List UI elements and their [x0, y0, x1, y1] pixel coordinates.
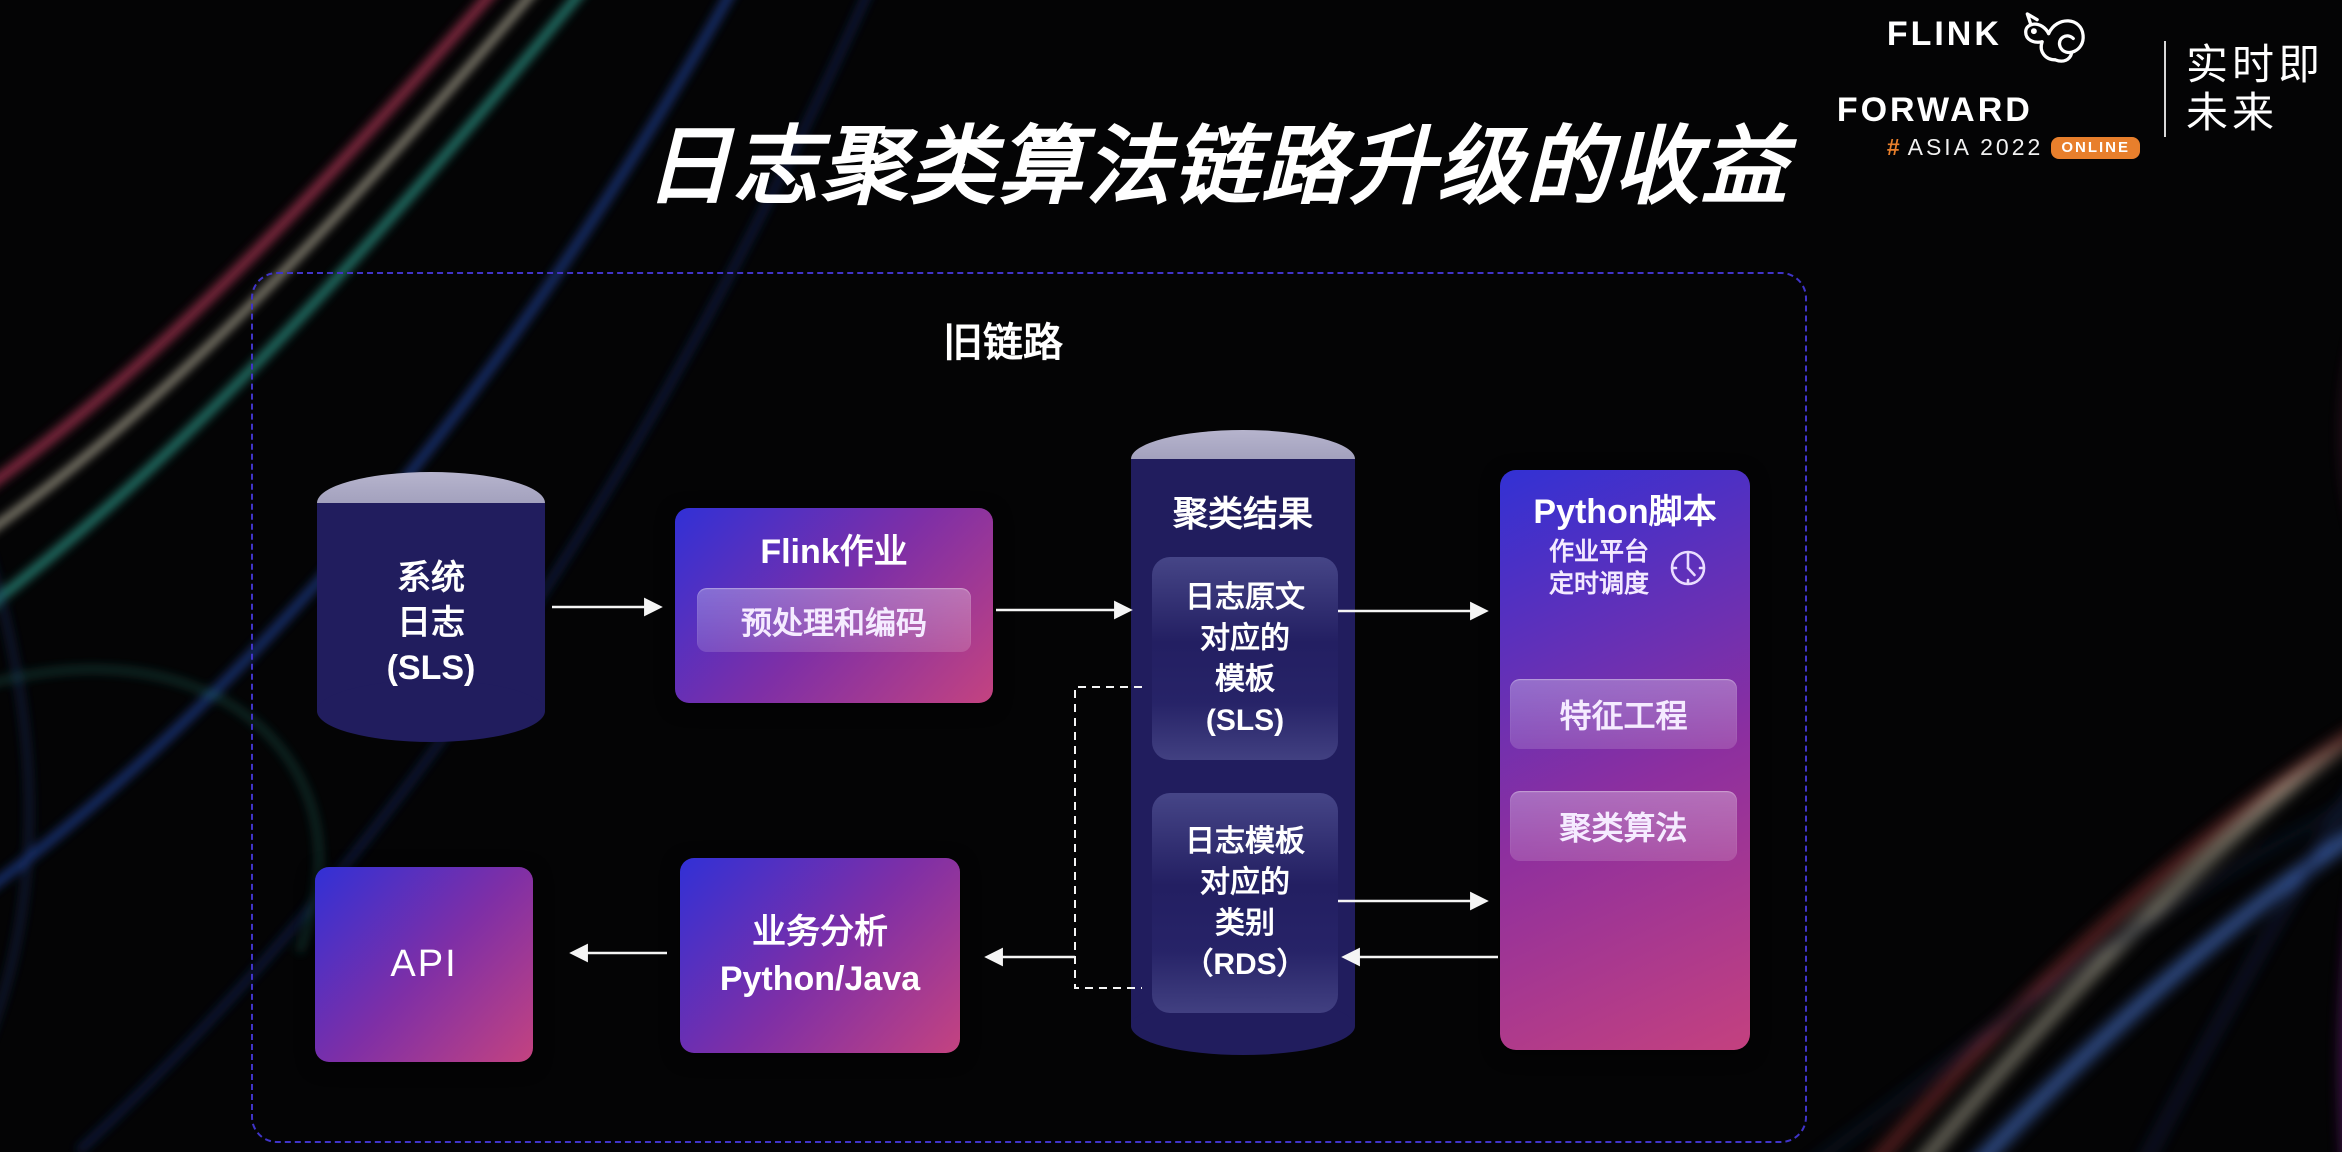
cylinder-bottom-ellipse [1131, 997, 1355, 1055]
python-script-title: Python脚本 [1533, 493, 1717, 531]
node-flink-job: Flink作业 预处理和编码 [675, 508, 993, 703]
schedule-label: 作业平台 定时调度 [1548, 538, 1649, 598]
category-store-rds: 日志模板 对应的 类别 （RDS） [1152, 793, 1338, 1013]
logo-forward-text: FORWARD [1836, 91, 2033, 129]
logo-divider [2163, 40, 2166, 137]
event-logo: FLINK FORWARD # ASIA 2022 ONLINE [1836, 12, 2324, 161]
cluster-result-title: 聚类结果 [1172, 495, 1313, 534]
node-api: API [315, 867, 533, 1062]
squirrel-logo-icon [2023, 12, 2085, 63]
cylinder-bottom-ellipse [317, 680, 545, 742]
logo-slogan: 实时即 未来 [2185, 40, 2324, 136]
old-pipeline-frame: 旧链路 [251, 272, 1807, 1143]
logo-flink-text: FLINK [1886, 15, 2002, 53]
preprocess-encode-step: 预处理和编码 [697, 588, 971, 652]
clock-icon [1670, 550, 1706, 586]
system-log-label: 系统 日志 (SLS) [386, 559, 476, 687]
node-system-log-sls: 系统 日志 (SLS) [317, 472, 545, 742]
page-title: 日志聚类算法链路升级的收益 [645, 119, 1789, 215]
template-store-sls: 日志原文 对应的 模板 (SLS) [1152, 557, 1338, 760]
feature-engineering-step: 特征工程 [1510, 679, 1737, 749]
logo-event-text: ASIA 2022 [1907, 134, 2044, 160]
logo-wordmark: FLINK FORWARD # ASIA 2022 ONLINE [1836, 12, 2140, 161]
node-business-analysis: 业务分析 Python/Java [680, 858, 960, 1053]
online-badge: ONLINE [2051, 136, 2140, 159]
cylinder-body [317, 503, 545, 711]
node-python-script: Python脚本 作业平台 定时调度 特征工程 聚类算法 [1500, 470, 1750, 1050]
logo-hash: # [1886, 134, 1900, 160]
dashed-connector-stores [1074, 686, 1142, 989]
node-cluster-result: 聚类结果 日志原文 对应的 模板 (SLS) 日志模板 对应的 类别 （RDS） [1131, 430, 1355, 1055]
flink-job-title: Flink作业 [760, 533, 908, 571]
old-pipeline-label: 旧链路 [943, 321, 1063, 365]
bottom-right-streaks [1824, 736, 2342, 1152]
clustering-algorithm-step: 聚类算法 [1510, 791, 1737, 861]
cylinder-body [1131, 459, 1355, 1026]
